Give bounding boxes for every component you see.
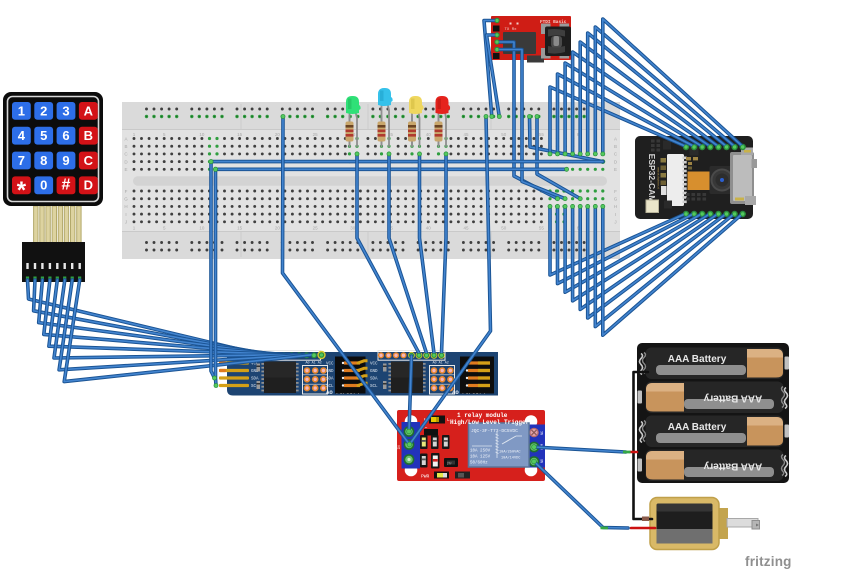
svg-text:9: 9 [62, 153, 69, 168]
svg-text:5: 5 [163, 132, 166, 137]
svg-text:High/Low Level Trigger: High/Low Level Trigger [450, 419, 530, 426]
svg-text:*: * [17, 177, 27, 204]
svg-text:45: 45 [463, 226, 469, 231]
svg-text:I: I [615, 212, 616, 217]
svg-text:C: C [84, 153, 94, 168]
svg-text:50/60Hz: 50/60Hz [470, 461, 488, 466]
svg-text:IN: IN [398, 445, 402, 449]
svg-text:AAA Battery: AAA Battery [703, 393, 762, 404]
svg-text:A0 A1 A2: A0 A1 A2 [306, 362, 322, 366]
svg-text:35: 35 [388, 132, 394, 137]
svg-text:D: D [84, 178, 93, 193]
svg-text:E: E [124, 167, 127, 172]
svg-text:SCL: SCL [251, 385, 259, 389]
svg-text:I: I [125, 212, 126, 217]
svg-text:1: 1 [18, 103, 25, 118]
svg-text:B: B [614, 144, 617, 149]
svg-text:ESP32-CAM: ESP32-CAM [647, 154, 657, 203]
svg-text:40: 40 [426, 132, 432, 137]
svg-text:G: G [614, 197, 618, 202]
svg-text:B: B [84, 128, 93, 143]
svg-text:5: 5 [163, 226, 166, 231]
svg-text:3: 3 [62, 103, 69, 118]
svg-text:10A 125V: 10A 125V [470, 456, 491, 460]
svg-text:6: 6 [62, 128, 69, 143]
svg-text:10A/250VAC: 10A/250VAC [499, 450, 521, 455]
svg-text:7: 7 [18, 153, 25, 168]
svg-text:J: J [125, 220, 127, 225]
svg-text:25: 25 [313, 132, 319, 137]
svg-text:#: # [62, 177, 71, 194]
svg-text:VCC: VCC [326, 363, 334, 367]
svg-text:0: 0 [40, 178, 47, 193]
svg-text:GND: GND [370, 370, 378, 374]
svg-text:H: H [124, 204, 127, 209]
svg-text:A: A [84, 103, 94, 118]
svg-text:10A/14VDC: 10A/14VDC [501, 456, 520, 461]
svg-text:30: 30 [350, 226, 356, 231]
svg-text:FTDI Basic: FTDI Basic [540, 20, 567, 25]
svg-text:SDA: SDA [326, 378, 334, 382]
svg-text:2: 2 [40, 103, 47, 118]
svg-text:45: 45 [463, 132, 469, 137]
svg-text:1 relay module: 1 relay module [457, 412, 508, 419]
svg-text:TX Rx: TX Rx [505, 28, 518, 32]
svg-text:A0 A1 A2: A0 A1 A2 [433, 362, 449, 366]
svg-text:NC: NC [540, 431, 544, 435]
svg-text:20: 20 [275, 226, 281, 231]
svg-text:8: 8 [40, 153, 47, 168]
svg-text:SCL: SCL [370, 385, 378, 389]
svg-text:A: A [124, 136, 127, 141]
svg-text:C: C [614, 152, 618, 157]
svg-text:AAA Battery: AAA Battery [668, 354, 727, 365]
svg-text:50: 50 [501, 226, 507, 231]
svg-text:SDA: SDA [370, 378, 378, 382]
svg-text:D: D [614, 159, 618, 164]
svg-text:1: 1 [133, 132, 136, 137]
svg-text:AAA Battery: AAA Battery [703, 461, 762, 472]
svg-text:10: 10 [199, 226, 205, 231]
svg-text:1: 1 [133, 226, 136, 231]
svg-text:25: 25 [313, 226, 319, 231]
svg-text:4: 4 [18, 128, 26, 143]
svg-text:C: C [124, 152, 128, 157]
svg-text:J: J [614, 220, 616, 225]
svg-text:55: 55 [539, 226, 545, 231]
svg-text:SCL: SCL [326, 385, 334, 389]
svg-text:10: 10 [199, 132, 205, 137]
svg-text:GND: GND [251, 370, 259, 374]
svg-text:A: A [614, 136, 617, 141]
svg-text:fritzing: fritzing [745, 554, 792, 569]
svg-text:40: 40 [426, 226, 432, 231]
svg-text:15: 15 [237, 226, 243, 231]
svg-text:H: H [614, 204, 617, 209]
svg-text:15: 15 [237, 132, 243, 137]
svg-text:www.studiopieters.nl: www.studiopieters.nl [657, 167, 660, 189]
svg-text:SDA: SDA [251, 378, 259, 382]
svg-text:2TY: 2TY [447, 462, 452, 466]
svg-text:NO: NO [540, 459, 544, 463]
svg-text:E: E [614, 167, 617, 172]
svg-text:50: 50 [501, 132, 507, 137]
svg-text:F: F [125, 189, 128, 194]
svg-text:G: G [124, 197, 128, 202]
svg-text:D: D [124, 159, 128, 164]
svg-text:B: B [124, 144, 127, 149]
svg-text:20: 20 [275, 132, 281, 137]
svg-text:5: 5 [40, 128, 47, 143]
svg-text:GND: GND [326, 370, 334, 374]
svg-text:AAA Battery: AAA Battery [668, 422, 727, 433]
svg-text:VCC: VCC [370, 363, 378, 367]
svg-text:F: F [614, 189, 617, 194]
svg-text:L: L [447, 417, 450, 423]
svg-text:▪▪: ▪▪ [425, 426, 427, 430]
svg-text:PWR: PWR [421, 474, 430, 480]
svg-text:55: 55 [539, 132, 545, 137]
svg-text:JQC-3F-T73-DC5VDC: JQC-3F-T73-DC5VDC [471, 428, 518, 434]
svg-text:VCC: VCC [251, 363, 259, 367]
svg-text:10A 250V: 10A 250V [470, 450, 491, 454]
